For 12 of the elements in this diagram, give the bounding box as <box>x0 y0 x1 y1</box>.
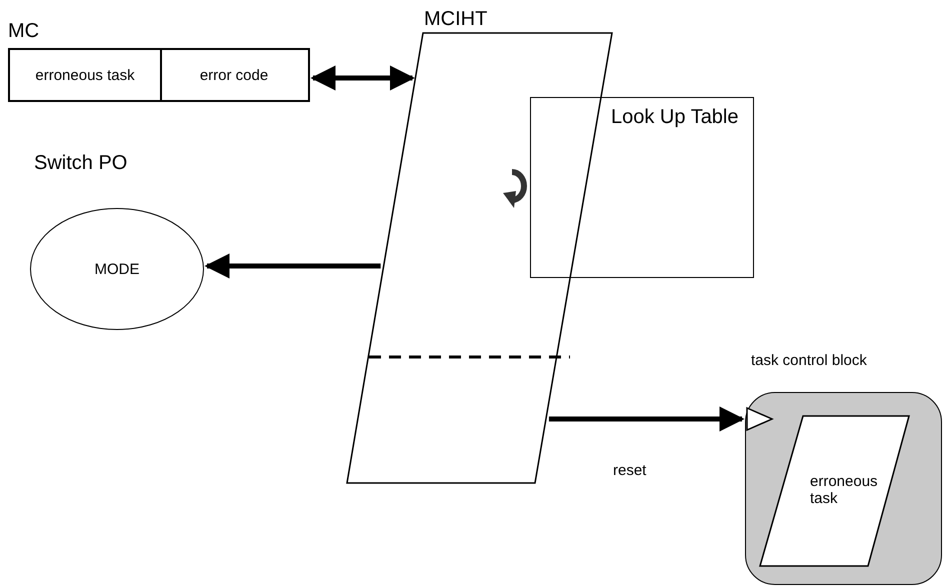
circle-node: MODE <box>30 208 204 330</box>
arrow <box>310 66 415 90</box>
record-heading: MC <box>8 20 40 43</box>
arrow <box>204 254 381 278</box>
record-field: erroneous task <box>10 50 162 100</box>
circle-heading: Switch PO <box>34 152 128 175</box>
arrow <box>548 406 744 432</box>
shape-heading: MCIHT <box>424 8 488 31</box>
shape-label: erroneous task <box>810 473 879 507</box>
table-box: Look Up Table <box>530 97 754 278</box>
block-heading: task control block <box>751 352 867 369</box>
record-field: error code <box>160 50 308 100</box>
